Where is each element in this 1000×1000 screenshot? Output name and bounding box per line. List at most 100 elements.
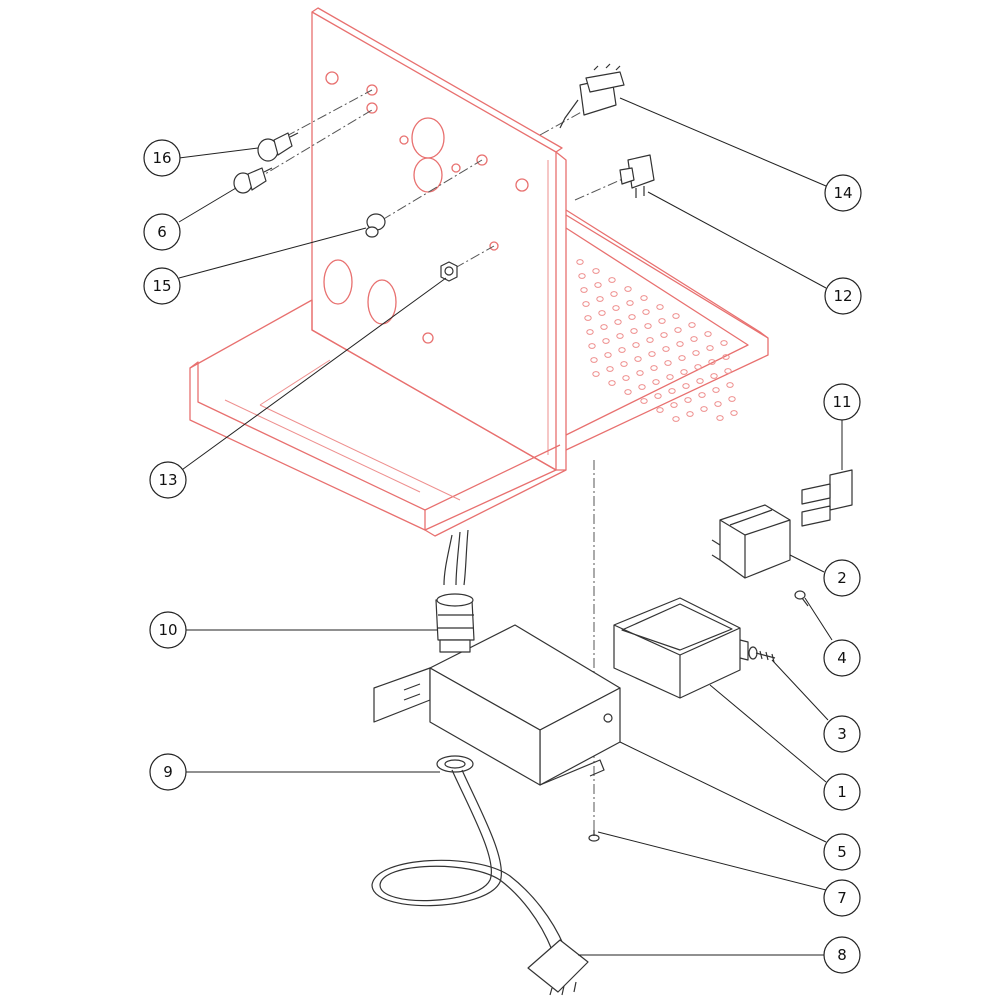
perforation-hole bbox=[680, 369, 688, 375]
svg-text:12: 12 bbox=[833, 287, 852, 305]
perforation-hole bbox=[686, 411, 694, 417]
relay-2-part bbox=[711, 504, 791, 579]
perforation-hole bbox=[598, 310, 606, 316]
svg-text:10: 10 bbox=[158, 621, 177, 639]
svg-text:13: 13 bbox=[158, 471, 177, 489]
perforation-hole bbox=[724, 368, 732, 374]
perforation-hole bbox=[642, 309, 650, 315]
svg-text:16: 16 bbox=[152, 149, 171, 167]
perforation-hole bbox=[666, 374, 674, 380]
callout-10: 10 bbox=[149, 611, 187, 649]
perforation-hole bbox=[628, 314, 636, 320]
callout-9: 9 bbox=[149, 753, 187, 791]
perforation-hole bbox=[716, 415, 724, 421]
perforation-hole bbox=[602, 338, 610, 344]
perforation-hole bbox=[660, 332, 668, 338]
callout-2: 2 bbox=[823, 559, 861, 597]
perforation-hole bbox=[612, 305, 620, 311]
perforation-hole bbox=[596, 296, 604, 302]
perforation-hole bbox=[618, 347, 626, 353]
indicator-light-6-part bbox=[233, 167, 273, 194]
perforation-hole bbox=[650, 365, 658, 371]
knob-15-part bbox=[365, 213, 386, 238]
perforation-hole bbox=[608, 277, 616, 283]
callout-4: 4 bbox=[823, 639, 861, 677]
perforation-hole bbox=[576, 259, 584, 265]
perforation-hole bbox=[696, 378, 704, 384]
svg-text:1: 1 bbox=[837, 783, 847, 801]
callout-bubbles: 16 6 15 13 10 9 14 12 11 2 4 3 1 5 7 8 bbox=[143, 139, 862, 974]
svg-text:15: 15 bbox=[152, 277, 171, 295]
svg-text:9: 9 bbox=[163, 763, 173, 781]
perforation-hole bbox=[706, 345, 714, 351]
screw-7-part bbox=[588, 830, 600, 842]
svg-text:2: 2 bbox=[837, 569, 847, 587]
perforation-hole bbox=[638, 384, 646, 390]
perforation-hole bbox=[624, 286, 632, 292]
perforation-hole bbox=[648, 351, 656, 357]
perforation-hole bbox=[728, 396, 736, 402]
perforation-hole bbox=[672, 313, 680, 319]
indicator-light-16-part bbox=[257, 132, 299, 162]
callout-12: 12 bbox=[824, 277, 862, 315]
perforation-hole bbox=[682, 383, 690, 389]
perforation-hole bbox=[634, 356, 642, 362]
perforation-hole bbox=[640, 295, 648, 301]
perforation-hole bbox=[676, 341, 684, 347]
perforation-hole bbox=[658, 318, 666, 324]
perforation-hole bbox=[730, 410, 738, 416]
perforation-hole bbox=[640, 398, 648, 404]
svg-text:6: 6 bbox=[157, 223, 167, 241]
perforation-hole bbox=[694, 364, 702, 370]
perforation-hole bbox=[594, 282, 602, 288]
perforation-hole bbox=[720, 340, 728, 346]
callout-15: 15 bbox=[143, 267, 181, 305]
svg-text:7: 7 bbox=[837, 889, 847, 907]
perforation-hole bbox=[586, 329, 594, 335]
perforation-hole bbox=[654, 393, 662, 399]
plug-8-part bbox=[527, 939, 589, 996]
perforation-hole bbox=[664, 360, 672, 366]
perforation-hole bbox=[636, 370, 644, 376]
perforation-hole bbox=[690, 336, 698, 342]
perforation-hole bbox=[608, 380, 616, 386]
callout-8: 8 bbox=[823, 936, 861, 974]
perforation-hole bbox=[592, 268, 600, 274]
grommet-9-part bbox=[436, 755, 474, 773]
chassis-reference bbox=[189, 7, 769, 586]
callout-16: 16 bbox=[143, 139, 181, 177]
perforation-hole bbox=[670, 402, 678, 408]
callout-3: 3 bbox=[823, 715, 861, 753]
parts bbox=[233, 63, 853, 996]
callout-5: 5 bbox=[823, 833, 861, 871]
perforation-hole bbox=[698, 392, 706, 398]
callout-11: 11 bbox=[823, 383, 861, 421]
perforation-hole bbox=[592, 371, 600, 377]
svg-text:3: 3 bbox=[837, 725, 847, 743]
perforation-hole bbox=[672, 416, 680, 422]
perforation-hole bbox=[624, 389, 632, 395]
perforation-hole bbox=[644, 323, 652, 329]
callout-7: 7 bbox=[823, 879, 861, 917]
svg-text:11: 11 bbox=[832, 393, 851, 411]
perforation-hole bbox=[678, 355, 686, 361]
perforation-hole bbox=[710, 373, 718, 379]
perforation-hole bbox=[652, 379, 660, 385]
perforation-hole bbox=[604, 352, 612, 358]
perforation-hole bbox=[626, 300, 634, 306]
perforation-hole bbox=[600, 324, 608, 330]
callout-1: 1 bbox=[823, 773, 861, 811]
svg-text:14: 14 bbox=[833, 184, 852, 202]
perforation-hole bbox=[632, 342, 640, 348]
perforation-hole bbox=[714, 401, 722, 407]
perforation-hole bbox=[674, 327, 682, 333]
svg-text:5: 5 bbox=[837, 843, 847, 861]
svg-text:4: 4 bbox=[837, 649, 847, 667]
screw-4-part bbox=[794, 590, 809, 607]
perforation-hole bbox=[712, 387, 720, 393]
tray-perforations bbox=[576, 259, 738, 422]
power-cord-part bbox=[371, 769, 565, 951]
perforation-hole bbox=[708, 359, 716, 365]
